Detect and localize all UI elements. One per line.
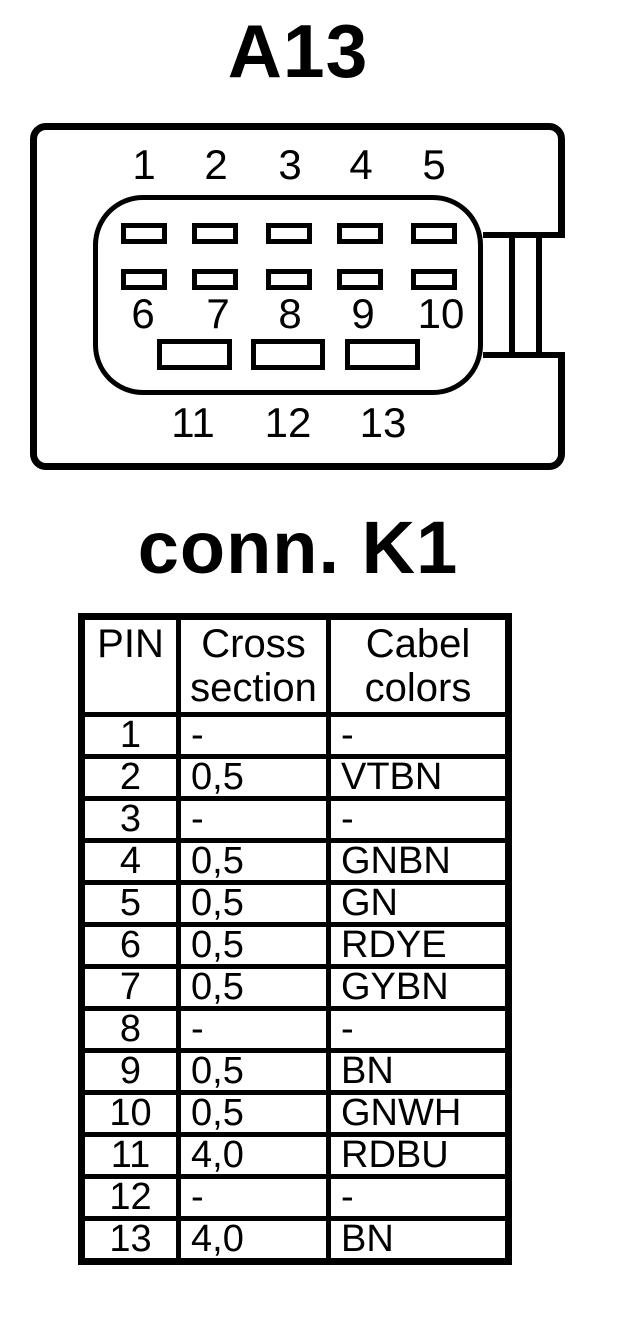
cable-color-cell: - — [326, 796, 511, 843]
table-row: 13 4,0 BN — [79, 1216, 511, 1264]
table-row: 10 0,5 GNWH — [79, 1090, 511, 1137]
table-row: 8 - - — [79, 1006, 511, 1053]
cross-section-cell: 0,5 — [176, 1090, 331, 1137]
pin-table: PIN Cross section Cabel colors 1 - - 2 0… — [78, 613, 512, 1265]
pin-cell: 10 — [79, 1090, 181, 1137]
cross-section-cell: 0,5 — [176, 964, 331, 1011]
pin-label-8: 8 — [278, 290, 302, 337]
table-row: 5 0,5 GN — [79, 880, 511, 927]
pin-cell: 13 — [79, 1216, 181, 1264]
cable-color-cell: GNBN — [326, 838, 511, 885]
pin-table-body: 1 - - 2 0,5 VTBN 3 - - 4 0,5 GNBN 5 0,5 … — [79, 712, 511, 1264]
cross-section-cell: 0,5 — [176, 754, 331, 801]
cable-color-cell: - — [326, 1006, 511, 1053]
pin-cell: 12 — [79, 1174, 181, 1221]
table-row: 4 0,5 GNBN — [79, 838, 511, 885]
header-pin: PIN — [79, 614, 181, 717]
cross-section-cell: 0,5 — [176, 838, 331, 885]
table-row: 7 0,5 GYBN — [79, 964, 511, 1011]
pin-cavity-1 — [121, 223, 167, 244]
table-header-row: PIN Cross section Cabel colors — [79, 614, 511, 717]
pin-cell: 7 — [79, 964, 181, 1011]
cable-color-cell: GYBN — [326, 964, 511, 1011]
table-row: 3 - - — [79, 796, 511, 843]
cable-color-cell: - — [326, 712, 511, 759]
cable-color-cell: RDYE — [326, 922, 511, 969]
pin-label-12: 12 — [264, 399, 312, 446]
pin-cavity-10 — [411, 269, 457, 290]
table-row: 9 0,5 BN — [79, 1048, 511, 1095]
pin-cavity-8 — [266, 269, 312, 290]
header-cable-colors: Cabel colors — [326, 614, 511, 717]
cross-section-cell: - — [176, 712, 331, 759]
pin-label-9: 9 — [351, 290, 375, 337]
cable-color-cell: BN — [326, 1216, 511, 1264]
pin-label-3: 3 — [278, 141, 302, 188]
pin-label-13: 13 — [359, 399, 407, 446]
cross-section-cell: 0,5 — [176, 880, 331, 927]
pin-cavity-12 — [251, 339, 325, 370]
cross-section-cell: - — [176, 796, 331, 843]
pin-label-4: 4 — [349, 141, 373, 188]
pin-cavity-7 — [192, 269, 238, 290]
header-cross-section: Cross section — [176, 614, 331, 717]
pin-cavity-9 — [337, 269, 383, 290]
connector-title: A13 — [227, 9, 369, 93]
cable-color-cell: RDBU — [326, 1132, 511, 1179]
latch-rib-line — [536, 238, 542, 352]
pin-cavity-4 — [337, 223, 383, 244]
table-row: 6 0,5 RDYE — [79, 922, 511, 969]
pin-cell: 9 — [79, 1048, 181, 1095]
pin-cell: 1 — [79, 712, 181, 759]
cross-section-cell: - — [176, 1006, 331, 1053]
cable-color-cell: GN — [326, 880, 511, 927]
pin-cavity-6 — [121, 269, 167, 290]
pin-cavity-13 — [345, 339, 420, 370]
cable-color-cell: - — [326, 1174, 511, 1221]
pin-cell: 11 — [79, 1132, 181, 1179]
pin-cavity-11 — [157, 339, 232, 370]
cross-section-cell: 4,0 — [176, 1216, 331, 1264]
pin-label-10: 10 — [417, 290, 465, 337]
cable-color-cell: GNWH — [326, 1090, 511, 1137]
pin-cell: 6 — [79, 922, 181, 969]
pin-label-2: 2 — [204, 141, 228, 188]
table-row: 2 0,5 VTBN — [79, 754, 511, 801]
pin-cavity-5 — [411, 223, 457, 244]
pin-cell: 8 — [79, 1006, 181, 1053]
pin-label-5: 5 — [422, 141, 446, 188]
pin-label-6: 6 — [131, 290, 155, 337]
cross-section-cell: 0,5 — [176, 922, 331, 969]
pin-cell: 5 — [79, 880, 181, 927]
connector-latch — [483, 232, 565, 358]
pin-label-7: 7 — [206, 290, 230, 337]
cross-section-cell: 0,5 — [176, 1048, 331, 1095]
table-row: 1 - - — [79, 712, 511, 759]
pin-label-11: 11 — [171, 399, 215, 446]
pin-cavity-3 — [266, 223, 312, 244]
table-row: 12 - - — [79, 1174, 511, 1221]
cross-section-cell: - — [176, 1174, 331, 1221]
cable-color-cell: VTBN — [326, 754, 511, 801]
pin-cell: 2 — [79, 754, 181, 801]
cross-section-cell: 4,0 — [176, 1132, 331, 1179]
pin-label-1: 1 — [132, 141, 156, 188]
pin-cavity-2 — [192, 223, 238, 244]
latch-rib-line — [509, 238, 515, 352]
cable-color-cell: BN — [326, 1048, 511, 1095]
table-row: 11 4,0 RDBU — [79, 1132, 511, 1179]
table-title: conn. K1 — [137, 506, 459, 589]
pin-cell: 3 — [79, 796, 181, 843]
pin-cell: 4 — [79, 838, 181, 885]
